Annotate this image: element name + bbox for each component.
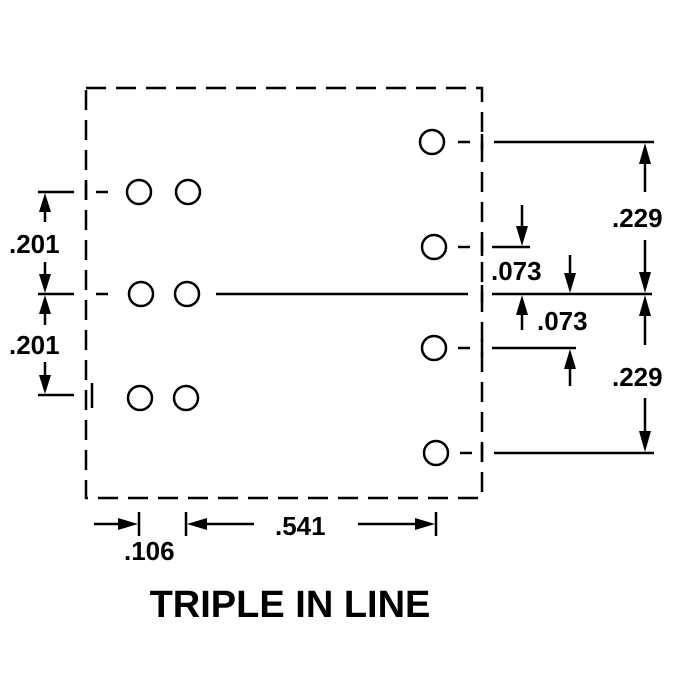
- right-pin-leaders: [458, 134, 484, 462]
- offset-dimension-arrows: [516, 205, 576, 386]
- dim-label-left-upper: .201: [9, 229, 60, 259]
- right-dimension-arrows: [639, 143, 651, 452]
- dim-label-left-lower: .201: [9, 330, 60, 360]
- pin-hole: [127, 280, 155, 308]
- pin-hole: [422, 439, 450, 467]
- right-extension-lines: [492, 140, 654, 455]
- dim-label-right-lower: .229: [612, 362, 663, 392]
- diagram-caption: TRIPLE IN LINE: [150, 584, 431, 626]
- dim-label-bottom-right: .541: [275, 511, 326, 541]
- pin-hole: [420, 334, 448, 362]
- pin-hole: [418, 128, 446, 156]
- dim-label-offset-upper: .073: [491, 256, 542, 286]
- dim-label-offset-lower: .073: [537, 306, 588, 336]
- bottom-dimension-arrows: [94, 512, 438, 536]
- pin-hole: [126, 384, 154, 412]
- dim-label-right-upper: .229: [612, 203, 663, 233]
- pin-hole: [125, 178, 153, 206]
- pin-hole: [172, 384, 200, 412]
- left-dimension-arrows: [39, 193, 51, 394]
- left-pin-group: [125, 178, 202, 412]
- pin-hole: [174, 178, 202, 206]
- left-extension-lines: [38, 182, 108, 408]
- pin-hole: [420, 233, 448, 261]
- pin-hole: [173, 280, 201, 308]
- dim-label-bottom-left: .106: [124, 536, 175, 566]
- right-pin-group: [418, 128, 450, 467]
